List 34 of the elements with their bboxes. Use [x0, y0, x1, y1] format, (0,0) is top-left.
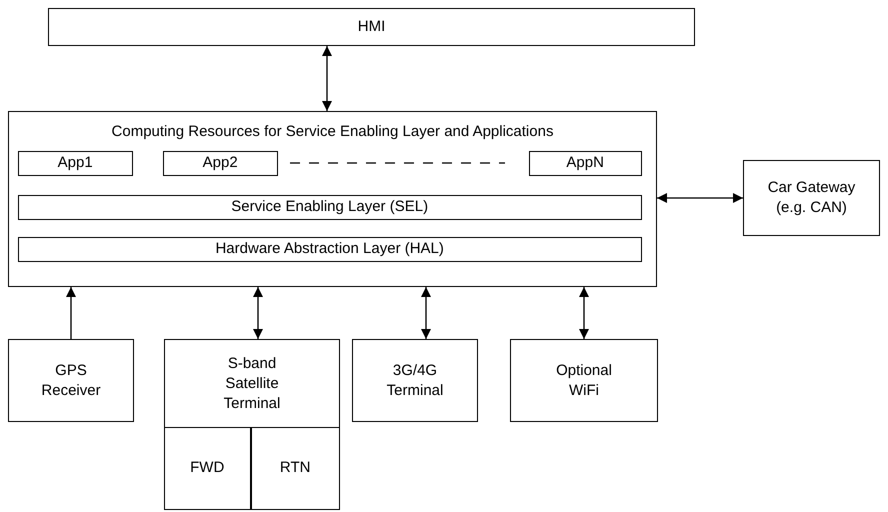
terminal-box — [164, 339, 340, 510]
node-label: App1 — [58, 153, 93, 174]
arrow — [253, 287, 263, 339]
node-label: AppN — [566, 153, 604, 174]
terminal-box — [8, 339, 134, 422]
node-label: RTN — [280, 458, 310, 478]
computing-container — [8, 111, 657, 287]
arrow — [322, 46, 332, 111]
terminal-box — [510, 339, 658, 422]
node-label: App2 — [202, 153, 238, 174]
arrow — [579, 287, 589, 339]
arrow — [421, 287, 431, 339]
node-label: 3G/4G Terminal — [386, 360, 444, 400]
hmi-box — [48, 8, 695, 46]
channel-box — [164, 426, 251, 510]
node-label: S-band Satellite Terminal — [222, 354, 282, 414]
node-label: Hardware Abstraction Layer (HAL) — [215, 239, 444, 260]
node-label: Car Gateway (e.g. CAN) — [766, 178, 856, 218]
node-label: GPS Receiver — [40, 360, 102, 400]
arrow — [657, 193, 743, 203]
node-label: Service Enabling Layer (SEL) — [231, 197, 428, 218]
node-label: Optional WiFi — [555, 360, 613, 400]
gateway-box — [743, 160, 880, 236]
arrow — [66, 287, 76, 339]
node-label: Computing Resources for Service Enabling Layer and Applications — [112, 122, 554, 142]
node-label: FWD — [190, 458, 224, 478]
layer-box — [18, 236, 642, 262]
app-box — [18, 150, 133, 176]
node-label: HMI — [358, 17, 386, 37]
terminal-box — [352, 339, 478, 422]
app-box — [162, 150, 278, 176]
layer-box — [18, 194, 642, 220]
channel-box — [250, 426, 340, 510]
app-box — [528, 150, 642, 176]
